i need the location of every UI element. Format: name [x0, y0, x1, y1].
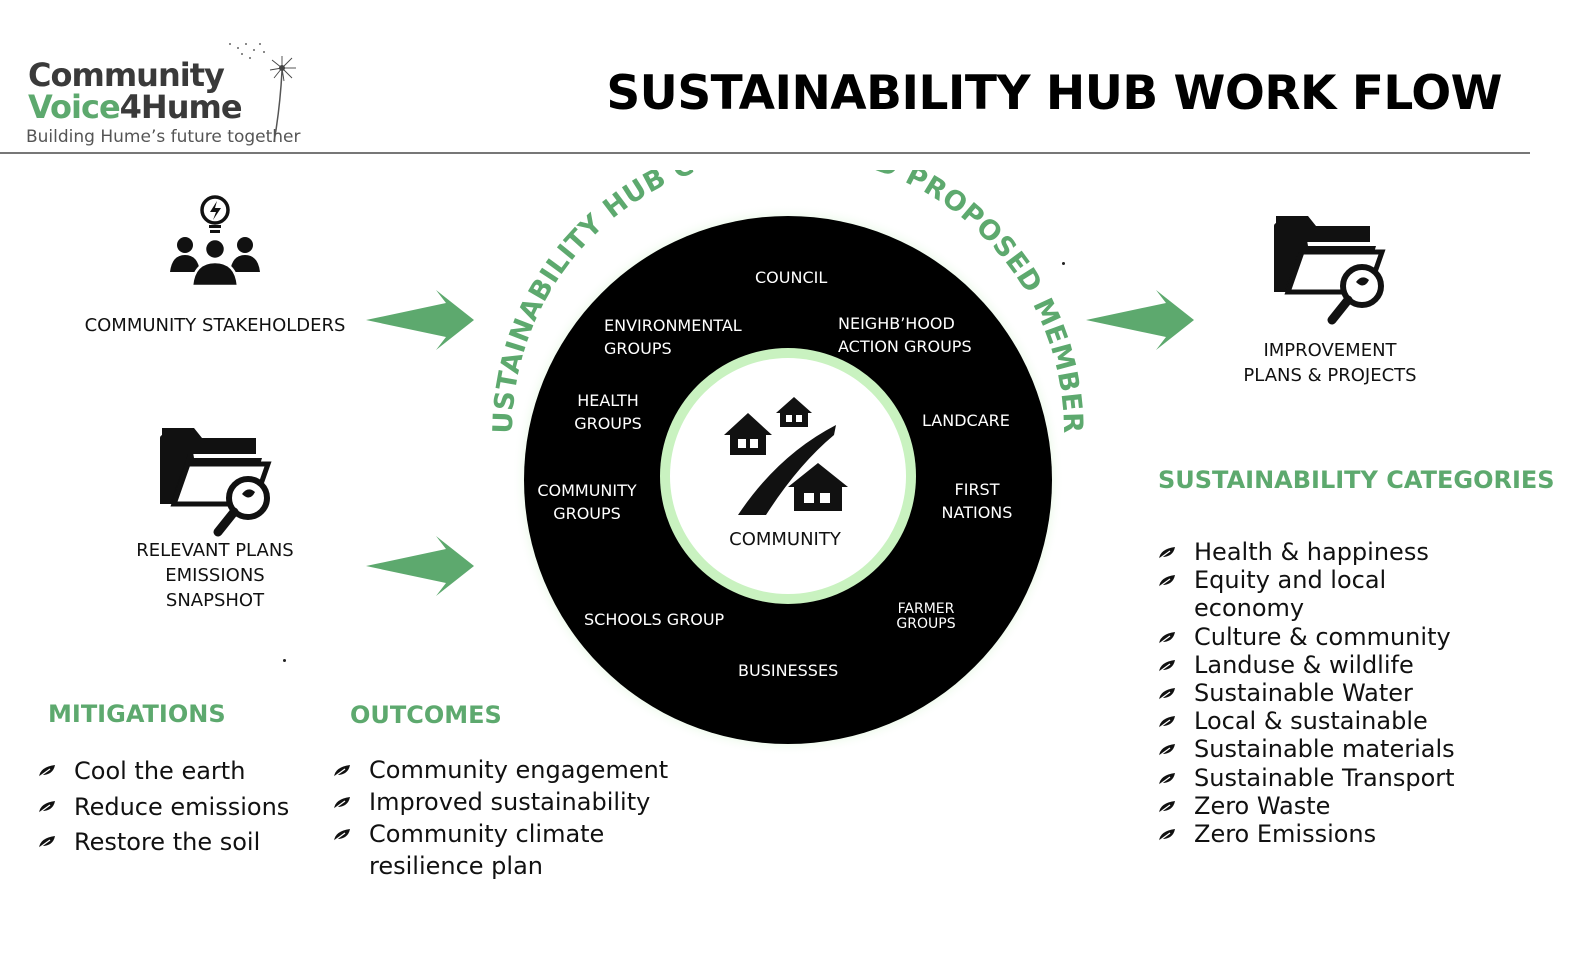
leaf-bullet-icon: [1158, 631, 1175, 645]
list-item: Restore the soil: [38, 825, 289, 861]
plans-folder-search-icon: [160, 428, 272, 537]
list-item-text: Improved sustainability: [369, 788, 651, 816]
list-item: Reduce emissions: [38, 790, 289, 826]
leaf-bullet-icon: [1158, 800, 1175, 814]
list-item-text: Culture & community: [1194, 622, 1451, 651]
list-item-text: Sustainable materials: [1194, 735, 1455, 764]
list-item: economy: [1158, 594, 1455, 622]
list-item: Cool the earth: [38, 754, 289, 790]
list-item-text: Equity and local: [1194, 566, 1387, 595]
leaf-bullet-icon: [38, 765, 55, 778]
leaf-bullet-icon: [1158, 744, 1175, 757]
leaf-bullet-icon: [1158, 659, 1175, 673]
hub-diagram: SUSTAINABILITY HUB CURRENT AND PROPOSED …: [470, 170, 1088, 756]
list-item: resilience plan: [333, 850, 668, 882]
outcomes-heading: OUTCOMES: [350, 701, 502, 729]
logo-line2: Voice4Hume: [28, 88, 243, 126]
leaf-bullet-icon: [1158, 575, 1175, 588]
list-item: Zero Waste: [1158, 792, 1455, 820]
list-item-text: Sustainable Transport: [1194, 763, 1455, 792]
list-item: Local & sustainable: [1158, 707, 1455, 735]
list-item-text: Health & happiness: [1194, 538, 1429, 566]
list-item: Health & happiness: [1158, 538, 1455, 566]
member-landcare: LANDCARE: [922, 411, 1010, 430]
list-item: Community engagement: [333, 754, 668, 786]
list-item-text: Local & sustainable: [1194, 707, 1428, 736]
list-item-text: Sustainable Water: [1194, 679, 1413, 708]
stray-dot: [283, 659, 286, 662]
list-item: Sustainable materials: [1158, 735, 1455, 763]
improvement-folder-search-icon: [1274, 216, 1386, 325]
arrow-plans-to-hub: [366, 536, 474, 596]
list-item: Sustainable Water: [1158, 679, 1455, 707]
stakeholders-label: COMMUNITY STAKEHOLDERS: [84, 315, 346, 336]
member-schools-group: SCHOOLS GROUP: [584, 610, 725, 629]
list-item-text: Community climate: [369, 820, 605, 848]
list-item-text: economy: [1194, 594, 1305, 623]
people-with-lightbulb-icon: [170, 195, 260, 286]
improvement-label: IMPROVEMENT PLANS & PROJECTS: [1243, 340, 1417, 386]
hub-center-label: COMMUNITY: [729, 529, 841, 550]
leaf-bullet-icon: [1158, 688, 1175, 701]
leaf-bullet-icon: [333, 829, 350, 842]
header-divider: [0, 152, 1530, 154]
arrow-hub-to-improvement: [1086, 290, 1194, 350]
logo: Community Voice4Hume Building Hume’s fut…: [24, 38, 324, 158]
plans-label: RELEVANT PLANS EMISSIONS SNAPSHOT: [136, 540, 294, 611]
list-item: Culture & community: [1158, 623, 1455, 651]
member-council: COUNCIL: [755, 268, 828, 287]
logo-tagline: Building Hume’s future together: [26, 127, 301, 147]
dandelion-icon: [229, 43, 296, 143]
mitigations-heading: MITIGATIONS: [48, 700, 226, 728]
list-item-text: resilience plan: [369, 852, 543, 880]
leaf-bullet-icon: [1158, 829, 1175, 842]
leaf-bullet-icon: [333, 797, 350, 810]
member-businesses: BUSINESSES: [738, 661, 839, 680]
logo-line1: Community: [28, 56, 225, 94]
page-title: SUSTAINABILITY HUB WORK FLOW: [606, 66, 1502, 121]
stray-dot-right: [1062, 262, 1065, 265]
leaf-bullet-icon: [38, 800, 55, 814]
houses-road-icon: [724, 397, 848, 515]
list-item: Equity and local: [1158, 566, 1455, 594]
leaf-bullet-icon: [1158, 772, 1175, 786]
list-item: Landuse & wildlife: [1158, 651, 1455, 679]
list-item: Improved sustainability: [333, 786, 668, 818]
leaf-bullet-icon: [38, 836, 55, 849]
categories-heading: SUSTAINABILITY CATEGORIES: [1158, 466, 1555, 494]
leaf-bullet-icon: [333, 765, 350, 778]
list-item-text: Zero Waste: [1194, 791, 1331, 820]
list-item-text: Zero Emissions: [1194, 820, 1377, 849]
list-item: Community climate: [333, 818, 668, 850]
leaf-bullet-icon: [1158, 547, 1175, 560]
list-item: Sustainable Transport: [1158, 764, 1455, 792]
list-item-text: Community engagement: [369, 756, 669, 784]
list-item-text: Reduce emissions: [74, 792, 290, 821]
list-item-text: Restore the soil: [74, 828, 261, 856]
list-item: Zero Emissions: [1158, 820, 1455, 848]
list-item-text: Landuse & wildlife: [1194, 650, 1414, 679]
list-item-text: Cool the earth: [74, 757, 246, 785]
arrow-stakeholders-to-hub: [366, 290, 474, 350]
leaf-bullet-icon: [1158, 716, 1175, 729]
